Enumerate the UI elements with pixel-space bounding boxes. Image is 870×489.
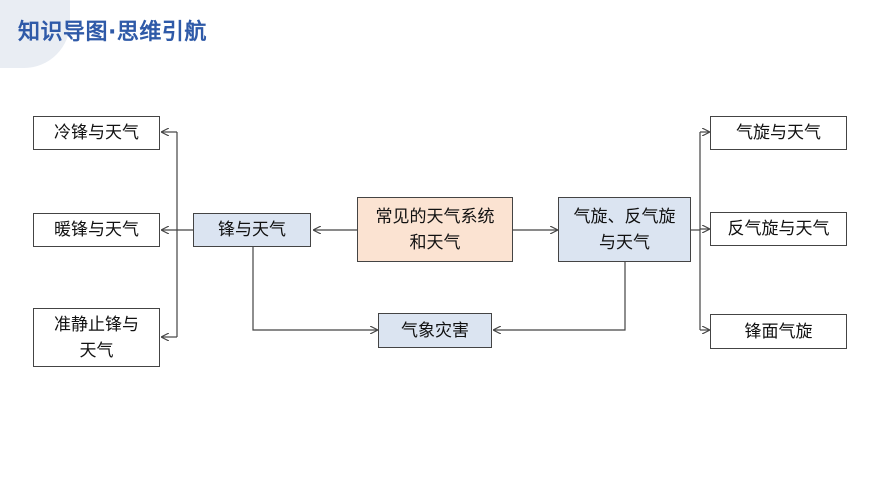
center-node: 常见的天气系统和天气	[357, 197, 513, 262]
node-front-weather: 锋与天气	[193, 213, 311, 247]
node-stationary-front: 准静止锋与天气	[33, 308, 160, 367]
node-cyclone-weather: 气旋、反气旋与天气	[558, 197, 691, 262]
arrow-right-to-disaster	[494, 262, 626, 330]
node-anticyclone: 反气旋与天气	[710, 212, 847, 246]
node-warm-front: 暖锋与天气	[33, 213, 160, 247]
node-cold-front: 冷锋与天气	[33, 116, 160, 150]
node-frontal-cyclone: 锋面气旋	[710, 314, 847, 349]
node-meteorological-disaster: 气象灾害	[378, 313, 492, 348]
page-title: 知识导图·思维引航	[18, 20, 207, 45]
arrow-left-to-disaster	[252, 247, 377, 330]
node-cyclone: 气旋与天气	[710, 116, 847, 150]
